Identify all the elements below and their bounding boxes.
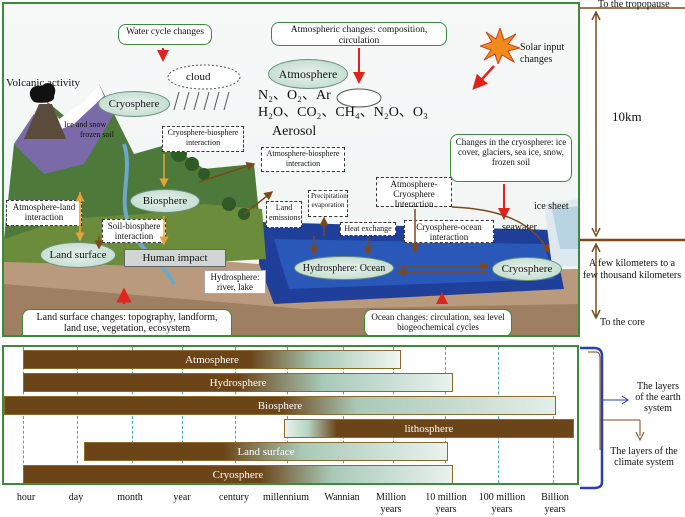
hydrosphere-ocean-ellipse: Hydrosphere: Ocean — [294, 256, 394, 280]
heat-exchange-box: Heat exchange — [340, 222, 396, 236]
atmospheric-changes-box: Atmospheric changes: composition, circul… — [271, 22, 447, 46]
tick-year: year — [173, 492, 191, 503]
water-cycle-box: Water cycle changes — [118, 24, 212, 45]
tick-day: day — [68, 492, 84, 503]
to-core-label: To the core — [600, 317, 645, 328]
bar-lithosphere: lithosphere — [284, 419, 574, 438]
gridline-hour — [23, 347, 24, 483]
gridline-wannian — [343, 347, 344, 483]
gridline-month — [132, 347, 133, 483]
volcanic-activity-label: Volcanic activity — [6, 77, 81, 89]
tick-century: century — [219, 492, 249, 503]
earth-layers-label: The layers of the earth system — [635, 381, 681, 414]
tick-10-million-years: 10 million years — [425, 492, 467, 515]
cryosphere-biosphere-box: Cryosphere-biosphere interaction — [162, 126, 244, 152]
atmosphere-land-box: Atmosphere-land interaction — [6, 200, 82, 226]
soil-biosphere-box: Soil-biosphere interaction — [102, 219, 166, 243]
ocean-changes-box: Ocean changes: circulation, sea level bi… — [364, 309, 512, 335]
gridline-century — [235, 347, 236, 483]
biosphere-ellipse: Biosphere — [130, 189, 200, 213]
tick-100-million-years: 100 million years — [478, 492, 526, 515]
gases-line-1: N₂、O₂、Ar — [258, 88, 331, 103]
sun-burst-icon — [480, 28, 520, 64]
atmosphere-biosphere-box: Atmosphere-biosphere interaction — [261, 147, 345, 172]
small-cloud-icon — [336, 88, 382, 108]
cryosphere-top-ellipse: Cryosphere — [98, 91, 170, 117]
gases-line-2: H₂O、CO₂、CH₄、N₂O、O₃ — [258, 105, 428, 120]
cryosphere-right-ellipse: Cryosphere — [492, 257, 562, 281]
rain-cloud-icon — [167, 64, 241, 111]
ice-sheet-label: ice sheet — [534, 201, 569, 212]
cryosphere-ocean-box: Cryosphere-ocean interaction — [404, 220, 494, 243]
aerosol-label: Aerosol — [272, 124, 317, 139]
atmosphere-ellipse: Atmosphere — [268, 59, 348, 89]
tropopause-label: To the tropopause — [598, 0, 670, 10]
solar-input-label: Solar input changes — [520, 42, 565, 65]
climate-layers-label: The layers of the climate system — [610, 446, 678, 468]
gridline-year — [182, 347, 183, 483]
gridline-10-million — [445, 347, 446, 483]
bar-hydrosphere: Hydrosphere — [23, 373, 453, 392]
atmosphere-cryosphere-box: Atmosphere-Cryosphere Interaction — [376, 177, 452, 209]
ten-km-label: 10km — [612, 109, 642, 124]
tick-wannian: Wannian — [324, 492, 360, 503]
hydrosphere-river-box: Hydrosphere: river, lake — [204, 270, 266, 294]
tick-month: month — [117, 492, 143, 503]
few-km-label: A few kilometers to a few thousand kilom… — [582, 258, 682, 281]
ice-snow-label: Ice and snow — [64, 120, 107, 129]
earth-system-diagram: Water cycle changes Atmospheric changes:… — [2, 2, 580, 337]
frozen-soil-label: frozen soil — [80, 130, 114, 139]
gridline-day — [77, 347, 78, 483]
precipitation-box: Precipitation evaporation — [308, 190, 348, 217]
interaction-arrows — [75, 48, 550, 304]
tick-millennium: millennium — [262, 492, 310, 503]
tick-billion-years: Billion years — [541, 492, 569, 515]
seawater-label: seawater — [502, 222, 537, 233]
gridline-millennium — [287, 347, 288, 483]
tick-million-years: Million years — [375, 492, 406, 515]
land-surface-changes-box: Land surface changes: topography, landfo… — [22, 309, 232, 335]
cloud-label: cloud — [186, 71, 211, 83]
bar-atmosphere: Atmosphere — [23, 350, 401, 369]
bar-land-surface: Land surface — [84, 442, 448, 461]
tick-hour: hour — [16, 492, 36, 503]
gridline-billion — [553, 347, 554, 483]
human-impact-label: Human impact — [124, 249, 226, 267]
changes-in-cryosphere-box: Changes in the cryosphere: ice cover, gl… — [450, 134, 572, 182]
bar-biosphere: Biosphere — [4, 396, 556, 415]
vertical-scale — [580, 7, 685, 490]
gridline-100-million — [498, 347, 499, 483]
gridline-million — [393, 347, 394, 483]
timescale-chart: Atmosphere Hydrosphere Biosphere lithosp… — [2, 345, 579, 485]
bar-cryosphere: Cryosphere — [23, 465, 453, 484]
land-emissions-box: Land emissions — [266, 201, 302, 228]
